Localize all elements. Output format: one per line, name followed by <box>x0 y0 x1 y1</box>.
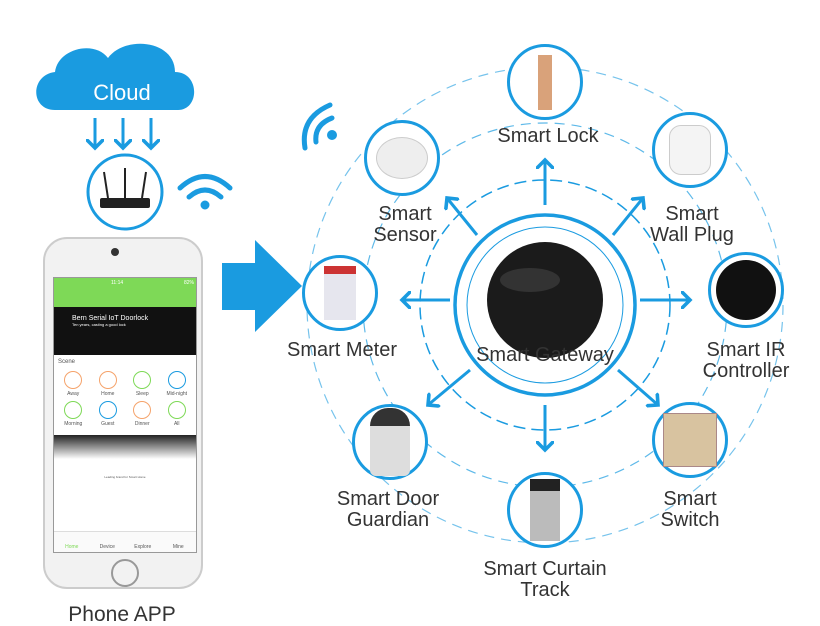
gateway-device <box>487 242 603 358</box>
scene-label: All <box>173 421 180 427</box>
phone-camera <box>111 248 119 256</box>
status-battery: 82% <box>183 280 194 286</box>
video-panel[interactable]: Leading brand for Smart Home <box>54 435 196 515</box>
scene-label: Dinner <box>134 421 150 427</box>
scene-label: Morning <box>64 421 83 427</box>
device-smart-sensor <box>364 120 440 196</box>
device-smart-lock <box>507 44 583 120</box>
device-smart-curtain-track <box>507 472 583 548</box>
banner-title: Bern Serial IoT Doorlock <box>72 315 149 322</box>
arrows <box>95 118 690 450</box>
scene-midnight[interactable]: Mid-night <box>160 371 195 397</box>
label-smart-meter: Smart Meter <box>286 339 398 361</box>
app-header: 11:14 82% <box>54 278 196 307</box>
device-smart-switch <box>652 402 728 478</box>
ring-gateway <box>453 213 637 397</box>
router-icon <box>100 198 150 208</box>
scene-label: Guest <box>101 421 115 427</box>
device-smart-meter <box>302 255 378 331</box>
scene-label: Sleep <box>135 391 149 397</box>
device-smart-wall-plug <box>652 112 728 188</box>
ring-dashed-outer <box>306 66 784 544</box>
bottom-tabs: Home Device Explore Mine <box>54 531 196 552</box>
tab-device[interactable]: Device <box>99 544 115 550</box>
cloud-icon <box>36 43 195 110</box>
scene-sleep[interactable]: Sleep <box>125 371 160 397</box>
tab-explore[interactable]: Explore <box>134 544 152 550</box>
home-button[interactable] <box>111 559 139 587</box>
tab-mine[interactable]: Mine <box>172 544 184 550</box>
scene-all[interactable]: All <box>160 401 195 427</box>
scene-label: Home <box>101 391 115 397</box>
video-text: Leading brand for Smart Home <box>104 475 146 479</box>
scene-home[interactable]: Home <box>91 371 126 397</box>
scene-title: Scene <box>58 359 76 365</box>
tab-home[interactable]: Home <box>65 544 79 550</box>
scene-dinner[interactable]: Dinner <box>125 401 160 427</box>
ring-dashed-inner <box>419 179 671 431</box>
label-smart-lock: Smart Lock <box>497 125 599 147</box>
wifi-icon <box>177 102 337 210</box>
device-smart-ir-controller <box>708 252 784 328</box>
gateway-label: Smart Gateway <box>476 344 614 366</box>
device-smart-door-guardian <box>352 404 428 480</box>
scene-label: Mid-night <box>166 391 188 397</box>
scene-guest[interactable]: Guest <box>91 401 126 427</box>
scene-label: Away <box>67 391 80 397</box>
banner-subtitle: Ten years, casting a good lock <box>72 322 126 327</box>
scene-grid: Away Home Sleep Mid-night Morning Guest … <box>54 369 196 429</box>
status-time: 11:14 <box>111 280 124 286</box>
scene-morning[interactable]: Morning <box>56 401 91 427</box>
big-arrow-icon <box>222 240 302 332</box>
phone-label: Phone APP <box>68 603 176 626</box>
scene-away[interactable]: Away <box>56 371 91 397</box>
cloud-label: Cloud <box>93 80 151 105</box>
